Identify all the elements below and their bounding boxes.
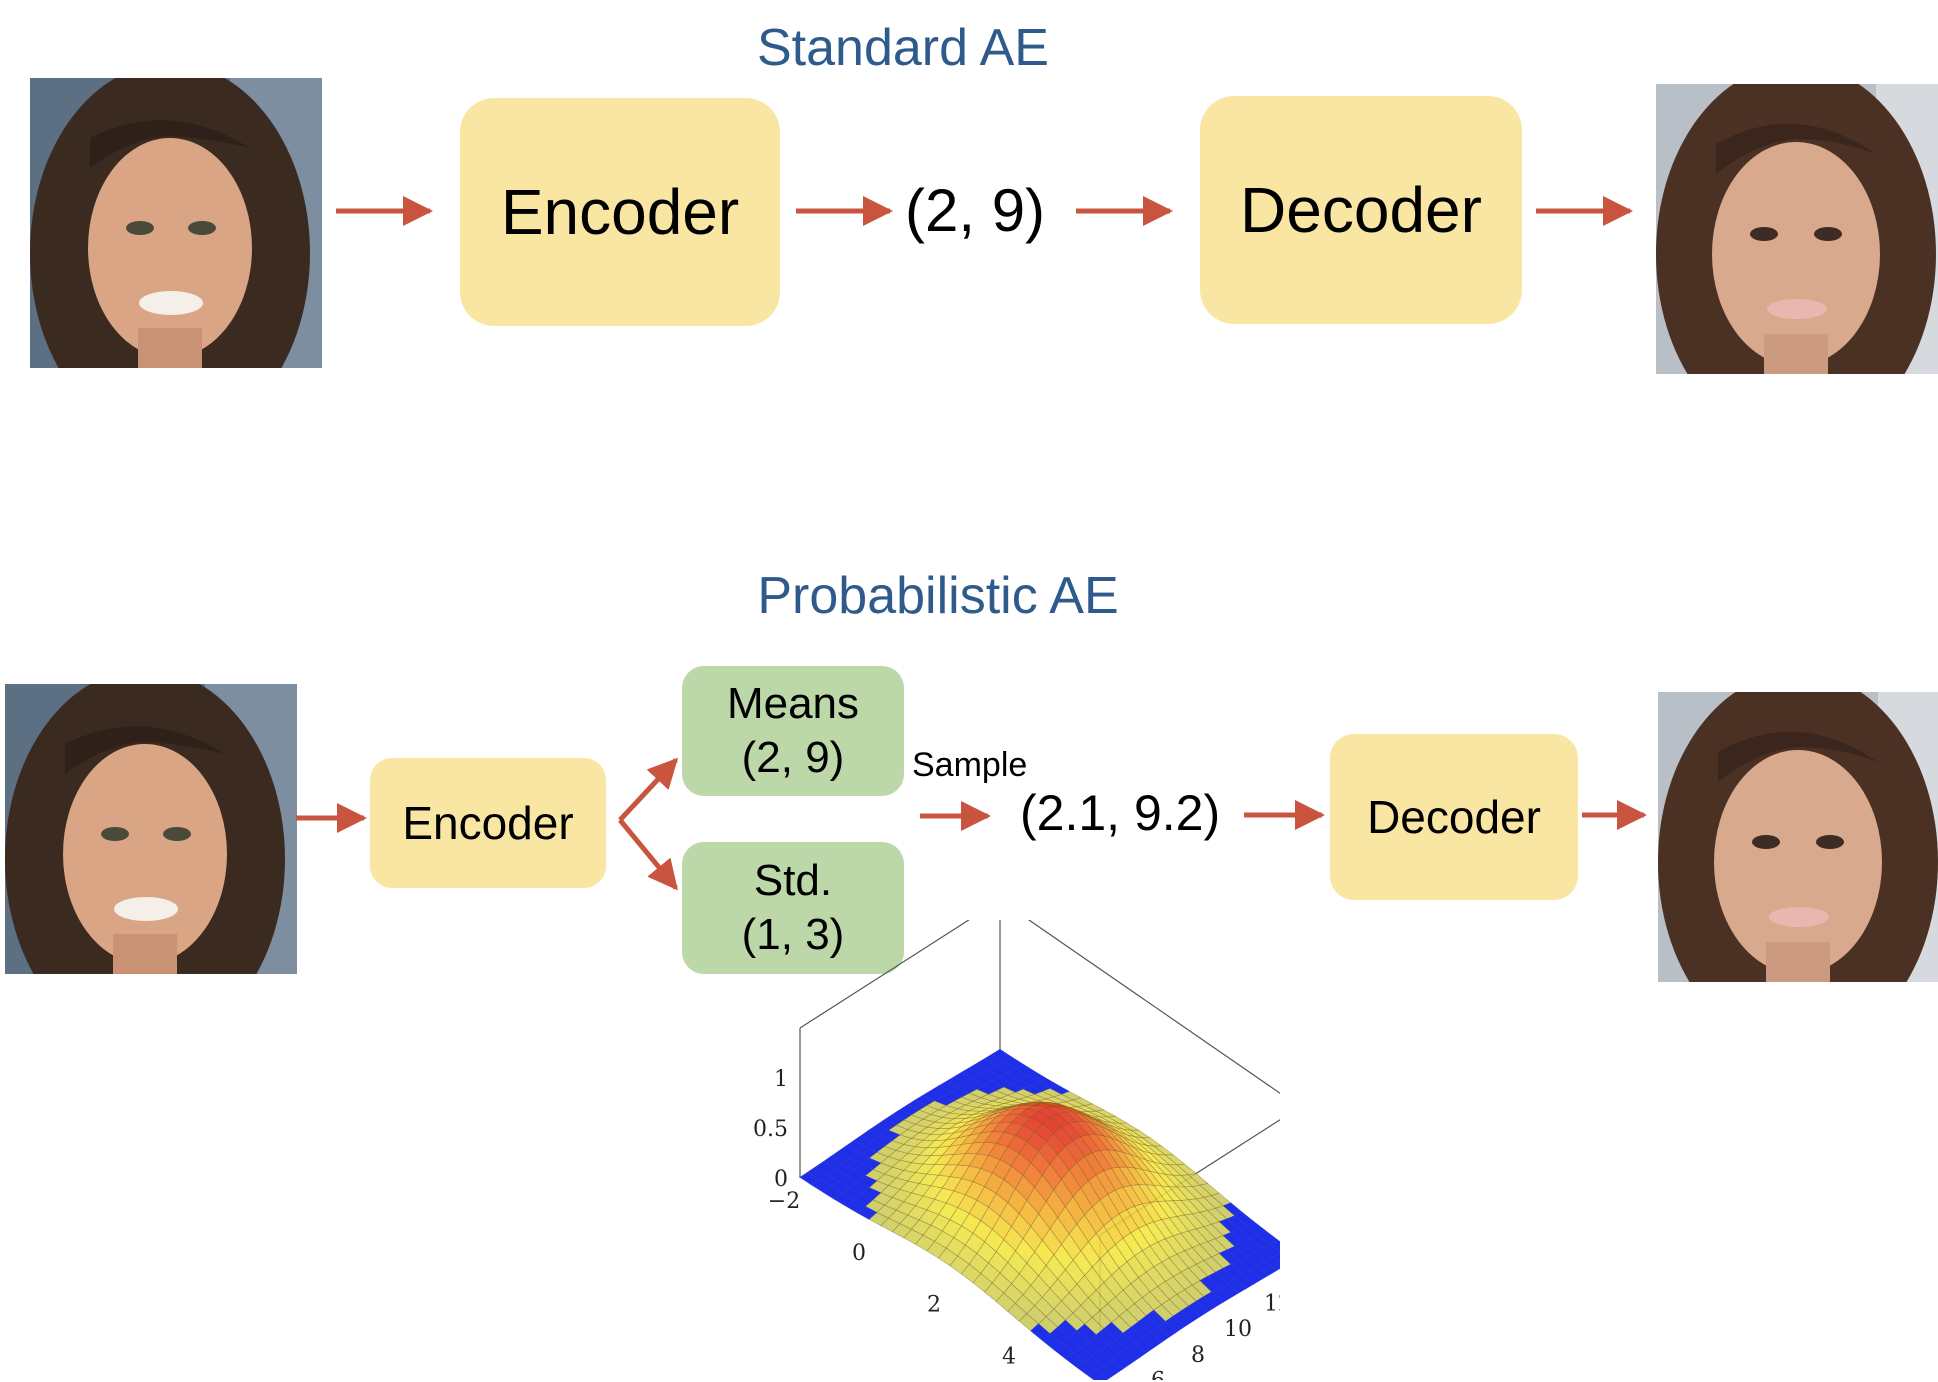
standard-latent-vector: (2, 9) <box>905 177 1046 244</box>
means-label: Means (2, 9) <box>726 679 860 782</box>
std-label: Std. (1, 3) <box>741 856 845 959</box>
tick-label: 4 <box>1002 1344 1016 1369</box>
tick-label: 10 <box>1224 1317 1252 1342</box>
standard-ae-title: Standard AE <box>757 19 1049 77</box>
output-face-photo <box>1656 84 1938 374</box>
surface-patch <box>1272 1252 1280 1263</box>
input-face-photo <box>30 78 322 368</box>
plot-tick-labels: 10.50−20246681012 <box>753 1067 1280 1380</box>
arrow-input-to-encoder <box>336 196 433 226</box>
arrow-sample-to-decoder <box>1244 800 1325 830</box>
tick-label: 8 <box>1191 1343 1205 1368</box>
standard-encoder-label: Encoder <box>500 176 740 248</box>
prob-decoder-label: Decoder <box>1367 791 1541 843</box>
tick-label: 12 <box>1264 1292 1280 1317</box>
sample-label: Sample <box>912 746 1028 784</box>
prob-encoder-box: Encoder <box>370 758 606 888</box>
means-box: Means (2, 9) <box>682 666 904 796</box>
tick-label: 0.5 <box>753 1117 788 1142</box>
standard-decoder-box: Decoder <box>1200 96 1522 324</box>
tick-label: 0 <box>774 1167 788 1192</box>
prob-encoder-label: Encoder <box>402 797 574 849</box>
gaussian-surface-plot: 10.50−20246681012 <box>753 920 1280 1380</box>
standard-decoder-label: Decoder <box>1240 174 1482 246</box>
tick-label: 2 <box>927 1293 941 1318</box>
sampled-latent-vector: (2.1, 9.2) <box>1020 785 1221 841</box>
arrow-encoder-to-latent <box>796 196 893 226</box>
tick-label: −2 <box>768 1189 800 1214</box>
tick-label: 1 <box>774 1067 788 1092</box>
probabilistic-ae-title: Probabilistic AE <box>757 567 1119 625</box>
prob-output-face-photo <box>1658 692 1938 982</box>
plot-frame-line <box>799 920 970 1029</box>
gaussian-surface <box>799 1048 1280 1380</box>
surface-patch <box>1087 1370 1109 1380</box>
prob-decoder-box: Decoder <box>1330 734 1578 900</box>
tick-label: 0 <box>852 1241 866 1266</box>
tick-label: 6 <box>1151 1368 1165 1380</box>
prob-input-face-photo <box>5 684 297 974</box>
standard-encoder-box: Encoder <box>460 98 780 326</box>
arrow-prob-input-to-encoder <box>296 803 367 833</box>
arrow-latent-to-decoder <box>1076 196 1173 226</box>
arrows-encoder-to-means-std <box>618 757 679 891</box>
plot-frame-line <box>1027 920 1280 1094</box>
arrow-prob-decoder-to-output <box>1582 800 1647 830</box>
arrow-sample <box>920 801 991 831</box>
std-box: Std. (1, 3) <box>682 842 904 974</box>
arrow-decoder-to-output <box>1536 196 1633 226</box>
